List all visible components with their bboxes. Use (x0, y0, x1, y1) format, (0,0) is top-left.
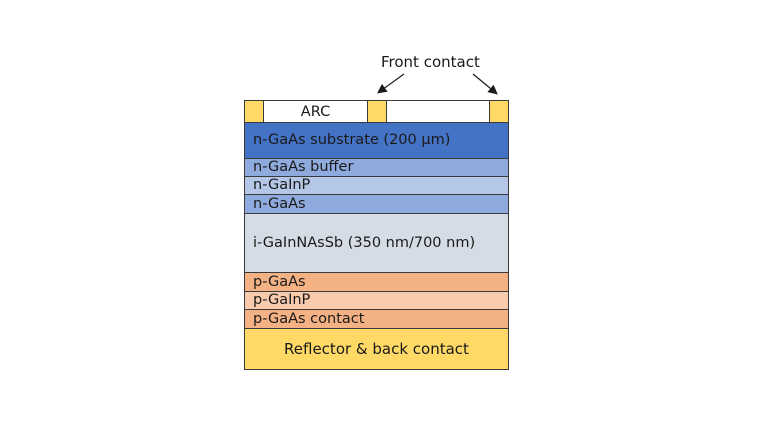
arc-label: ARC (300, 103, 331, 120)
front-contact-middle (367, 100, 387, 123)
layer-label: n-GaAs buffer (253, 159, 354, 176)
layer-p-gaas: p-GaAs (244, 272, 509, 292)
layer-reflector: Reflector & back contact (244, 328, 509, 370)
layer-n-gainp: n-GaInP (244, 176, 509, 195)
layer-p-gaas-contact: p-GaAs contact (244, 309, 509, 329)
arrow-to-middle-contact (377, 73, 405, 94)
arc-layer-right (386, 100, 490, 123)
layer-label: p-GaAs contact (253, 310, 365, 327)
layer-buffer: n-GaAs buffer (244, 158, 509, 177)
layer-label: i-GaInNAsSb (350 nm/700 nm) (253, 234, 476, 251)
layer-p-gainp: p-GaInP (244, 291, 509, 310)
layer-label: n-GaAs (253, 195, 306, 212)
arc-layer: ARC (263, 100, 368, 123)
front-contact-label: Front contact (381, 53, 480, 71)
layer-label: p-GaAs (253, 273, 306, 290)
layer-i-gainnassb: i-GaInNAsSb (350 nm/700 nm) (244, 213, 509, 273)
layer-label: n-GaAs substrate (200 µm) (253, 132, 451, 149)
front-contact-left (244, 100, 264, 123)
layer-label: Reflector & back contact (284, 339, 469, 358)
front-surface-row: ARC (244, 100, 509, 123)
layer-label: n-GaInP (253, 177, 311, 194)
layer-n-gaas: n-GaAs (244, 194, 509, 214)
layer-substrate: n-GaAs substrate (200 µm) (244, 122, 509, 159)
layer-label: p-GaInP (253, 292, 311, 309)
arrow-to-right-contact (472, 73, 498, 95)
front-contact-right (489, 100, 509, 123)
